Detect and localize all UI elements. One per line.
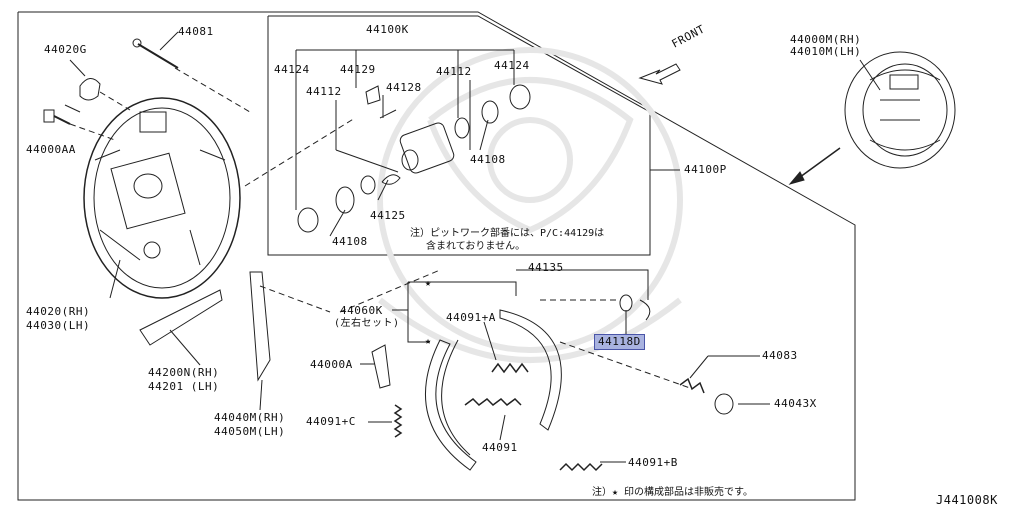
- brake-shoes-graphic: [425, 309, 562, 471]
- plug-graphic: [79, 78, 101, 101]
- label-44112-left: 44112: [306, 85, 342, 98]
- label-44020: 44020(RH): [26, 305, 91, 318]
- label-44129: 44129: [340, 63, 376, 76]
- label-44201: 44201 (LH): [148, 380, 220, 393]
- label-44060k: 44060K: [340, 304, 383, 317]
- washer-graphic: [714, 393, 734, 415]
- plug-leader: [69, 59, 86, 77]
- small-lever-graphic: [371, 344, 391, 389]
- front-arrow-icon: [638, 63, 681, 85]
- label-44108-left: 44108: [332, 235, 368, 248]
- star-marker-2: ★: [425, 336, 432, 347]
- strut-leader: [259, 379, 263, 411]
- kit-leaders: [295, 49, 680, 237]
- watermark-logo: [377, 47, 683, 363]
- label-44100p: 44100P: [684, 163, 727, 176]
- label-44000a: 44000A: [310, 358, 353, 371]
- label-44091c: 44091+C: [306, 415, 356, 428]
- bolt-leader: [159, 31, 179, 51]
- spring-a-leader: [483, 321, 497, 361]
- label-44091a: 44091+A: [446, 311, 496, 324]
- aa-leader: [64, 104, 81, 113]
- kit-note-line2: 含まれておりません。: [426, 241, 526, 252]
- label-44124-left: 44124: [274, 63, 310, 76]
- dashed-leaders: [69, 67, 691, 389]
- outer-frame: [17, 11, 856, 501]
- label-44091b: 44091+B: [628, 456, 678, 469]
- label-44000aa: 44000AA: [26, 143, 76, 156]
- bolt-graphic: [132, 38, 179, 69]
- label-44043x: 44043X: [774, 397, 817, 410]
- label-44108-right: 44108: [470, 153, 506, 166]
- label-44112-right: 44112: [436, 65, 472, 78]
- label-44060k-sub: (左右セット): [334, 318, 400, 329]
- diagram-id: J441008K: [936, 493, 998, 507]
- label-44020g: 44020G: [44, 43, 87, 56]
- backing-plate-graphic: [83, 97, 241, 299]
- springs-graphic: [393, 362, 705, 472]
- label-44010m: 44010M(LH): [790, 45, 862, 58]
- label-44091: 44091: [482, 441, 518, 454]
- label-44083: 44083: [762, 349, 798, 362]
- label-44128: 44128: [386, 81, 422, 94]
- small-bolt-graphic: [43, 109, 71, 125]
- label-44118d-highlighted[interactable]: 44118D: [594, 334, 645, 350]
- label-44030: 44030(LH): [26, 319, 91, 332]
- label-44124-right: 44124: [494, 59, 530, 72]
- wheel-cylinder-graphic: [297, 84, 531, 233]
- assembly-arrow-icon: [788, 147, 841, 185]
- label-44081: 44081: [178, 25, 214, 38]
- lever-leader: [169, 329, 201, 366]
- adjuster-lever-graphic: [139, 289, 223, 346]
- label-44040m: 44040M(RH): [214, 411, 286, 424]
- drum-assembly-graphic: [844, 51, 956, 169]
- footer-note: 注）★ 印の構成部品は非販売です。: [592, 487, 754, 498]
- assembly-leader: [859, 59, 881, 91]
- label-44125: 44125: [370, 209, 406, 222]
- spring-leader: [499, 414, 506, 441]
- label-44000m: 44000M(RH): [790, 33, 862, 46]
- kit-box: [267, 15, 651, 256]
- label-44135: 44135: [528, 261, 564, 274]
- label-44200n: 44200N(RH): [148, 366, 220, 379]
- shoe-set-leader: [392, 269, 649, 343]
- label-44050m: 44050M(LH): [214, 425, 286, 438]
- kit-note-line1: 注）ピットワーク部番には、P/C:44129は: [410, 228, 605, 239]
- label-44100k: 44100K: [366, 23, 409, 36]
- star-marker-1: ★: [425, 278, 432, 289]
- strut-graphic: [249, 271, 271, 382]
- plate-leader: [109, 259, 121, 299]
- retainer-graphic: [639, 299, 651, 321]
- clip-graphic: [619, 294, 633, 312]
